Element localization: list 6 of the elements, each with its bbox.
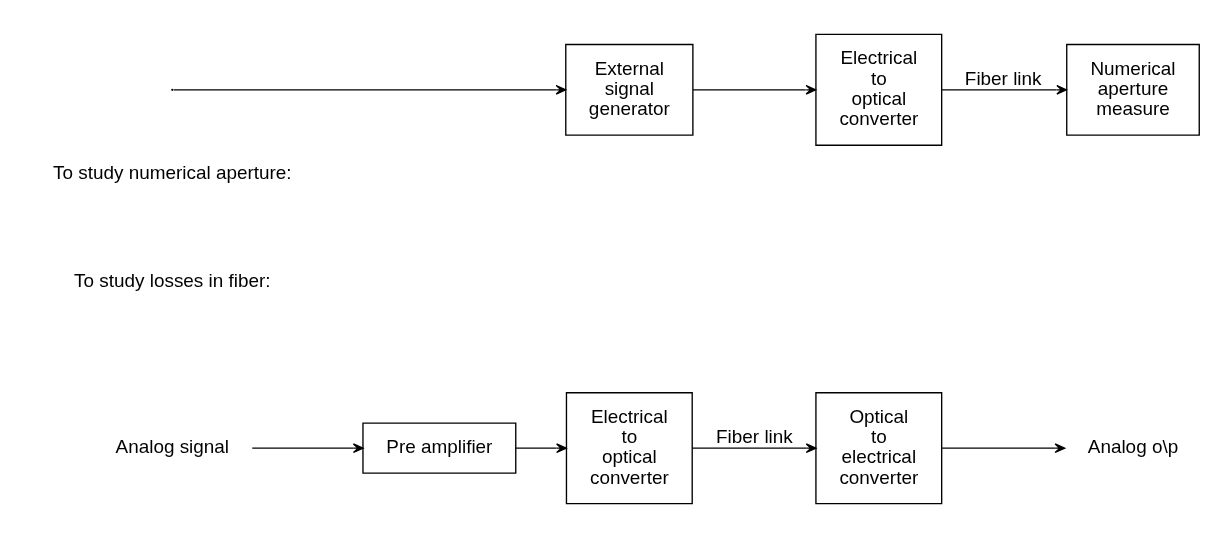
edge-label: Fiber link [716,425,793,447]
node-text: Analog o\p [1087,435,1179,457]
label: To study numerical aperture: [53,161,292,183]
edge-label: Fiber link [964,67,1042,89]
node-text: Analog signal [115,435,230,457]
label: To study losses in fiber: [74,269,271,291]
